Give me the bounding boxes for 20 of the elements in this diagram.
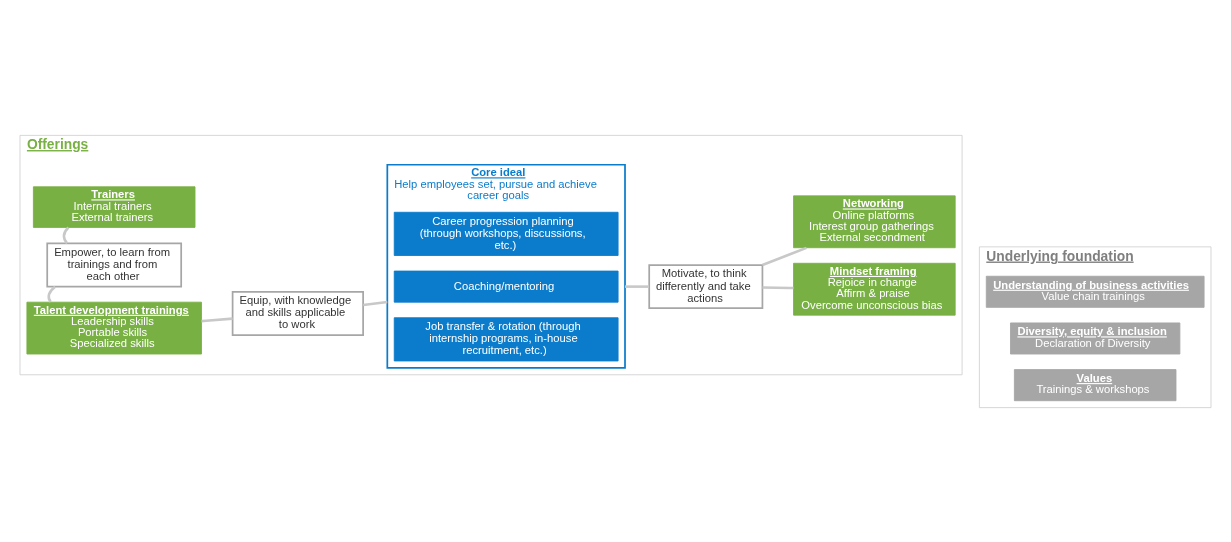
node-box: Empower, to learn from trainings and from each other bbox=[46, 242, 183, 287]
node-box: Coaching/mentoring bbox=[393, 270, 619, 303]
connector bbox=[762, 285, 794, 289]
connector bbox=[762, 246, 807, 266]
node-box: Career progression planning (through workshops, discussions, etc.) bbox=[393, 211, 619, 256]
connector bbox=[47, 285, 56, 303]
node-box: Mindset framing Rejoice in change Affirm & praise Overcome unconscious bias bbox=[793, 262, 956, 316]
node-box: Understanding of business activities Value chain trainings bbox=[985, 275, 1205, 308]
node-box: Job transfer & rotation (through internship programs, in-house recruitment, etc.) bbox=[393, 316, 619, 361]
node-box: Diversity, equity & inclusion Declaration of Diversity bbox=[1010, 322, 1181, 354]
node-box: Networking Online platforms Interest group gatherings External secondment bbox=[793, 194, 956, 248]
node-box: Talent development trainings Leadership skills Portable skills Specialized skills bbox=[26, 301, 202, 354]
connector bbox=[62, 226, 70, 244]
node-box: Values Trainings & workshops bbox=[1013, 368, 1177, 401]
connector bbox=[201, 316, 233, 322]
node-box: Motivate, to think differently and take actions bbox=[648, 263, 764, 309]
connector bbox=[363, 300, 388, 306]
node-box: Trainers Internal trainers External trainers bbox=[32, 185, 196, 228]
connector bbox=[625, 284, 650, 288]
node-box: Equip, with knowledge and skills applicable to work bbox=[231, 290, 364, 336]
